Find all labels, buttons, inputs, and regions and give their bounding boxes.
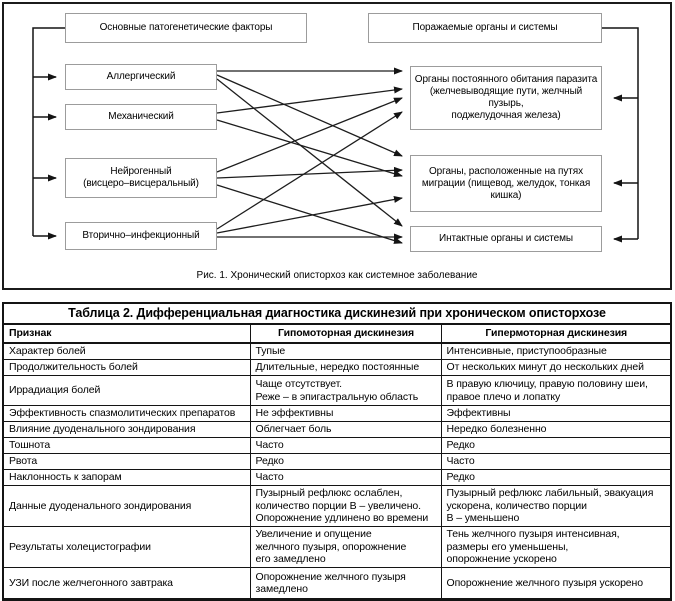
col-header-sign: Признак: [4, 325, 251, 344]
factor-mechanical-box: Механический: [65, 104, 217, 130]
table-row: Продолжительность болей Длительные, нере…: [4, 359, 670, 376]
table-cell: Нередко болезненно: [440, 421, 670, 438]
table-cell: Пузырный рефлюкс лабильный, эвакуация ус…: [440, 485, 670, 527]
factor-allergic-box: Аллергический: [65, 64, 217, 90]
table-cell: Данные дуоденального зондирования: [4, 485, 251, 527]
table-row: Характер болей Тупые Интенсивные, присту…: [4, 342, 670, 360]
table-cell: Опорожнение желчного пузыря ускорено: [440, 567, 670, 598]
organ-migration-box: Органы, расположенные на путях миграции …: [410, 155, 602, 212]
table-cell: Часто: [249, 469, 442, 486]
factor-neurogenic-box: Нейрогенный (висцеро–висцеральный): [65, 158, 217, 198]
table-cell: УЗИ после желчегонного завтрака: [4, 567, 251, 598]
factor-secondary-infectious-box: Вторично–инфекционный: [65, 222, 217, 250]
table-row: Тошнота Часто Редко: [4, 437, 670, 454]
table-row: Результаты холецистографии Увеличение и …: [4, 526, 670, 568]
table-cell: Облегчает боль: [249, 421, 442, 438]
table-cell: Часто: [249, 437, 442, 454]
table-cell: В правую ключицу, правую половину шеи, п…: [440, 375, 670, 406]
table-cell: Чаще отсутствует. Реже – в эпигастральну…: [249, 375, 442, 406]
table-cell: Не эффективны: [249, 405, 442, 422]
table-cell: Тупые: [249, 342, 442, 360]
table-cell: От нескольких минут до нескольких дней: [440, 359, 670, 376]
table-cell: Результаты холецистографии: [4, 526, 251, 568]
table-row: Влияние дуоденального зондирования Облег…: [4, 421, 670, 438]
table-cell: Характер болей: [4, 342, 251, 360]
table-cell: Редко: [249, 453, 442, 470]
table-cell: Опорожнение желчного пузыря замедлено: [249, 567, 442, 598]
table-row: Рвота Редко Часто: [4, 453, 670, 470]
diagnosis-table: Признак Гипомоторная дискинезия Гипермот…: [4, 325, 670, 598]
organ-intact-box: Интактные органы и системы: [410, 226, 602, 252]
table-cell: Продолжительность болей: [4, 359, 251, 376]
table-cell: Наклонность к запорам: [4, 469, 251, 486]
table-cell: Длительные, нередко постоянные: [249, 359, 442, 376]
table-header-row: Признак Гипомоторная дискинезия Гипермот…: [4, 325, 670, 344]
col-header-hypermotor: Гипермоторная дискинезия: [440, 325, 670, 344]
col-header-hypomotor: Гипомоторная дискинезия: [249, 325, 442, 344]
table-cell: Тошнота: [4, 437, 251, 454]
table-row: Иррадиация болей Чаще отсутствует. Реже …: [4, 375, 670, 406]
factors-header-box: Основные патогенетические факторы: [65, 13, 307, 43]
table-cell: Редко: [440, 437, 670, 454]
table-row: УЗИ после желчегонного завтрака Опорожне…: [4, 567, 670, 598]
table-cell: Рвота: [4, 453, 251, 470]
table-cell: Влияние дуоденального зондирования: [4, 421, 251, 438]
table-cell: Тень желчного пузыря интенсивная, размер…: [440, 526, 670, 568]
organ-habitat-box: Органы постоянного обитания паразита (же…: [410, 66, 602, 130]
table-cell: Эффективны: [440, 405, 670, 422]
table-cell: Пузырный рефлюкс ослаблен, количество по…: [249, 485, 442, 527]
table-row: Данные дуоденального зондирования Пузырн…: [4, 485, 670, 527]
table-2-differential-diagnosis: Таблица 2. Дифференциальная диагностика …: [2, 302, 672, 601]
table-row: Эффективность спазмолитических препарато…: [4, 405, 670, 422]
figure-caption: Рис. 1. Хронический описторхоз как систе…: [196, 270, 478, 281]
connection-arrows: [32, 27, 639, 244]
table-cell: Редко: [440, 469, 670, 486]
table-cell: Часто: [440, 453, 670, 470]
figure-opisthorchiasis-diagram: Основные патогенетические факторы Поража…: [2, 2, 672, 290]
table-cell: Увеличение и опущение желчного пузыря, о…: [249, 526, 442, 568]
table-cell: Иррадиация болей: [4, 375, 251, 406]
table-row: Наклонность к запорам Часто Редко: [4, 469, 670, 486]
table-cell: Эффективность спазмолитических препарато…: [4, 405, 251, 422]
organs-header-box: Поражаемые органы и системы: [368, 13, 602, 43]
table-cell: Интенсивные, приступообразные: [440, 342, 670, 360]
table-title: Таблица 2. Дифференциальная диагностика …: [4, 304, 670, 325]
